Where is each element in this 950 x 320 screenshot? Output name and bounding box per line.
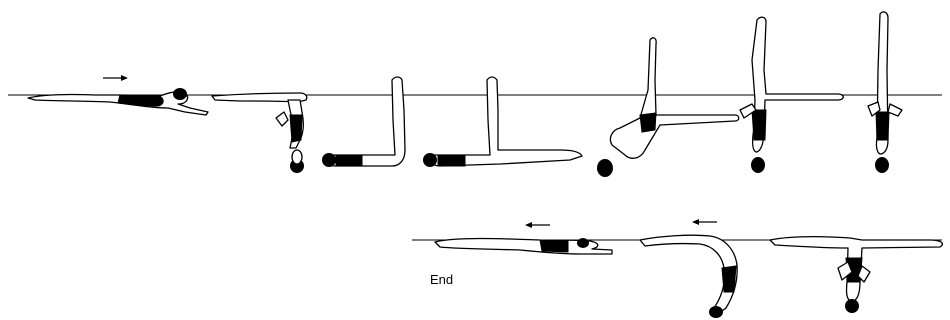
figure-split-vertical — [770, 237, 942, 313]
end-label: End — [430, 272, 453, 287]
swimmer-head — [173, 88, 187, 100]
swimmer-head — [577, 238, 589, 248]
figure-vertical-leg-2 — [423, 77, 582, 167]
swimmer-head — [845, 299, 859, 313]
arm — [276, 112, 288, 126]
figure-bent-knee-descent — [212, 93, 307, 173]
figure-rotation — [597, 38, 739, 177]
face — [292, 150, 302, 164]
figure-vertical-final — [868, 12, 902, 173]
swimmer-head — [709, 306, 723, 318]
swimsuit — [876, 112, 889, 140]
swimsuit — [290, 115, 302, 142]
swimmer-head — [322, 153, 336, 167]
swimsuit — [540, 240, 568, 252]
swimmer-head — [597, 159, 613, 177]
arrow-head-right — [121, 75, 128, 81]
figure-back-layout-start — [28, 75, 208, 115]
swimsuit — [722, 266, 736, 292]
swimsuit — [438, 155, 465, 166]
swimmer-head — [751, 157, 765, 173]
swimsuit — [640, 113, 656, 132]
legs — [328, 77, 405, 166]
swimsuit — [752, 110, 766, 140]
figure-back-layout-end — [435, 222, 612, 254]
legs-and-torso — [610, 38, 738, 158]
figure-surface-arch — [640, 219, 737, 318]
swimmer-head — [423, 153, 437, 167]
figure-vertical-leg-1 — [322, 77, 405, 167]
arrow-head-left-2 — [692, 219, 699, 225]
figure-vertical-split — [740, 17, 843, 173]
swimmer-head — [875, 157, 889, 173]
swimsuit — [336, 155, 362, 166]
legs — [431, 77, 582, 166]
arrow-head-left — [525, 222, 532, 228]
